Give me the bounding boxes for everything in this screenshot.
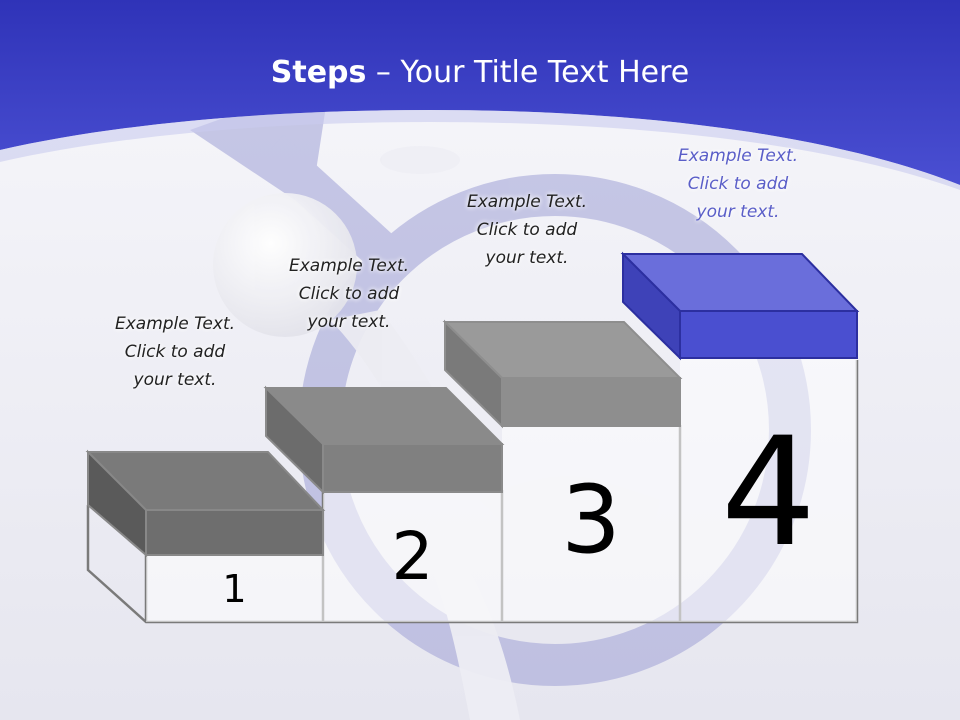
header-highlight [0, 110, 960, 190]
step-4-caption[interactable]: Example Text. Click to add your text. [677, 146, 799, 222]
step-4-slab [620, 251, 860, 361]
step-2-number: 2 [391, 518, 434, 595]
step-3-slab [442, 319, 683, 429]
step-3-number: 3 [561, 466, 621, 575]
step-1-number: 1 [222, 567, 247, 611]
step-3-caption[interactable]: Example Text. Click to add your text. [466, 192, 588, 268]
step-2-caption[interactable]: Example Text. Click to add your text. [288, 256, 410, 332]
step-1-caption[interactable]: Example Text. Click to add your text. [114, 314, 236, 390]
step-1-slab [85, 449, 326, 558]
title-bold-word: Steps [270, 55, 367, 90]
slide-title[interactable]: Steps – Your Title Text Here [0, 55, 960, 90]
header-band [0, 0, 960, 185]
title-dash: – [366, 55, 401, 90]
step-panels [146, 358, 857, 622]
step-2-slab [263, 385, 505, 495]
step-4-number: 4 [720, 406, 817, 580]
title-rest: Your Title Text Here [400, 55, 690, 90]
